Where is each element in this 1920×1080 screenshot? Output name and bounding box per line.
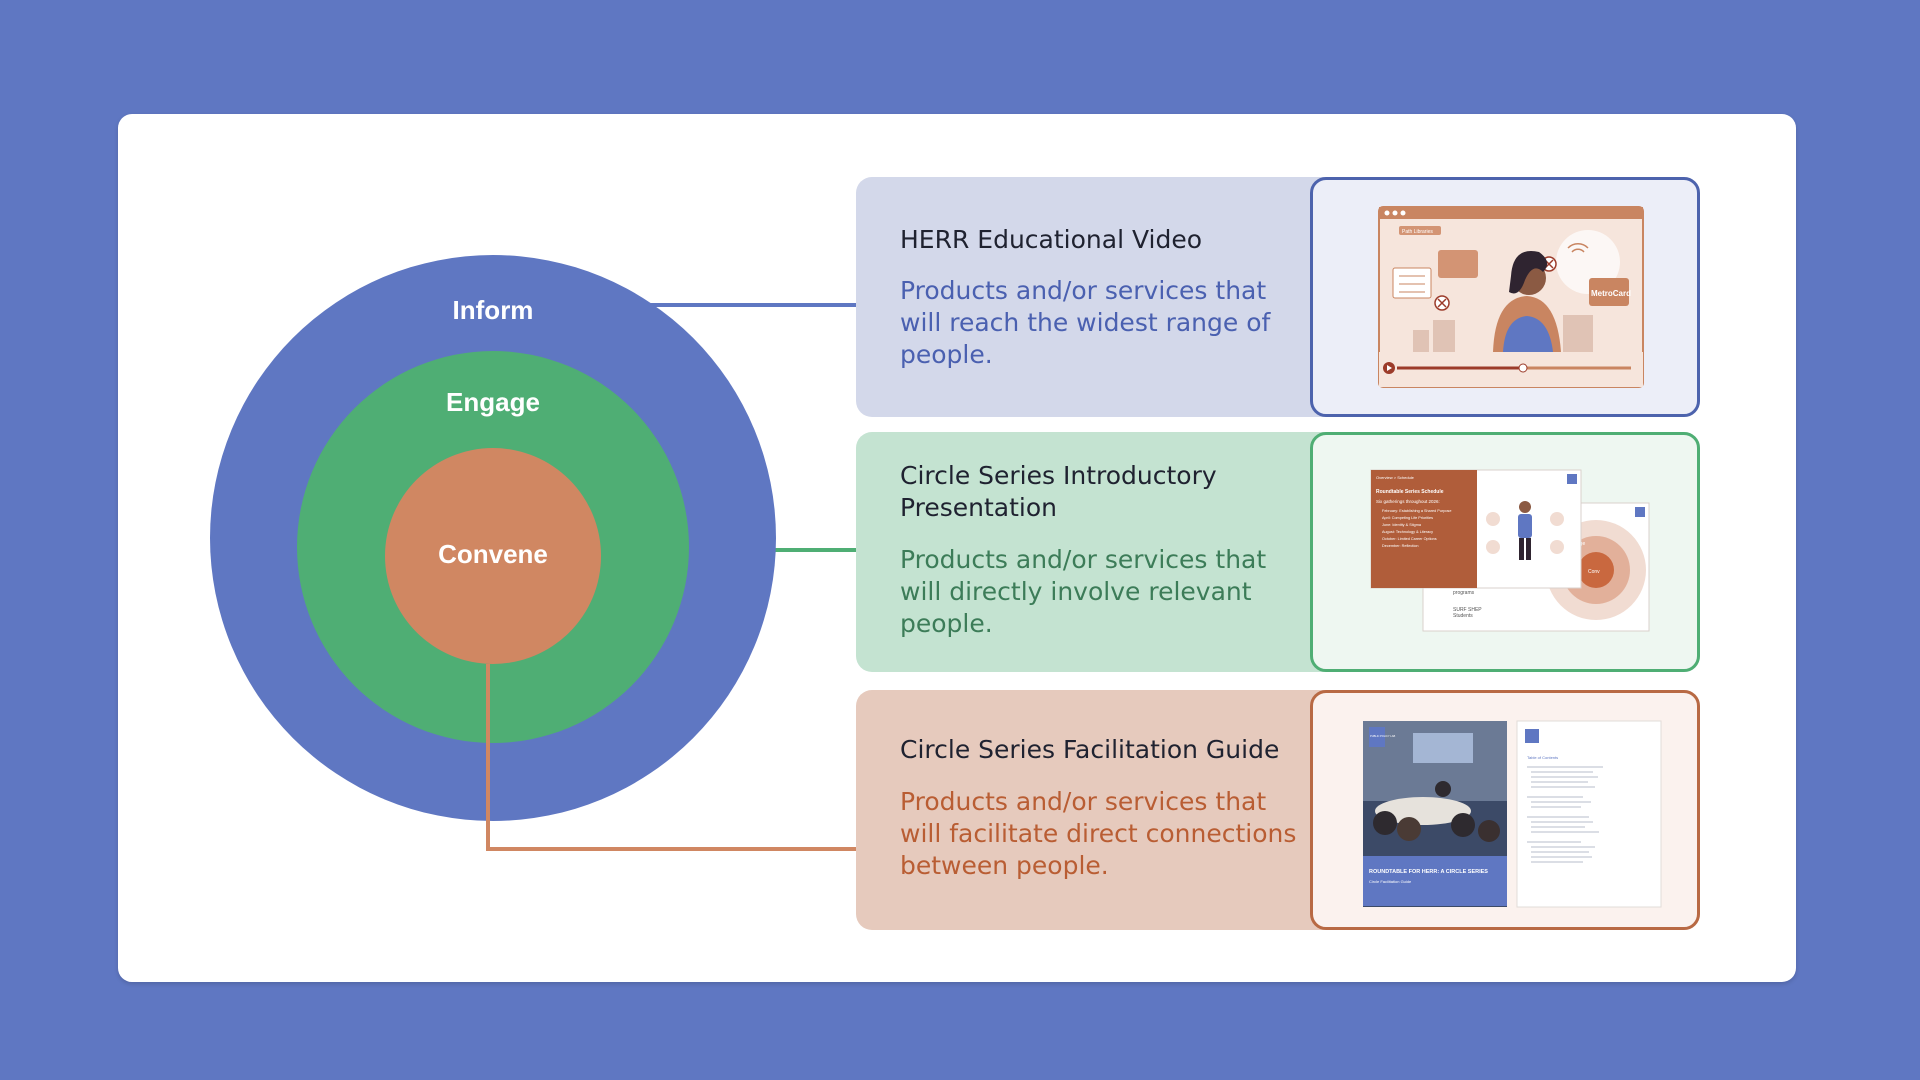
schedule-item: June: Identity & Stigma — [1382, 523, 1422, 527]
schedule-item: February: Establishing a Shared Purpose — [1382, 509, 1451, 513]
tab-label: Path Libraries — [1402, 229, 1433, 235]
panel-facilitation-guide: Circle Series Facilitation Guide Product… — [856, 690, 1700, 930]
window-dot-icon — [1392, 210, 1398, 216]
back-slide-item: Students — [1453, 613, 1473, 619]
slide-heading: Roundtable Series Schedule — [1376, 489, 1444, 495]
panel-educational-video: HERR Educational Video Products and/or s… — [856, 177, 1700, 417]
presentation-illustration: Engage Conv programs SURF SHEP Students … — [1370, 469, 1650, 632]
slide-breadcrumb: Overview > Schedule — [1376, 475, 1415, 480]
convene-label: Convene — [438, 539, 548, 569]
convene-circle — [385, 448, 601, 664]
video-illustration: Path Libraries MetroCard — [1378, 206, 1644, 388]
metrocard-sign: MetroCard — [1591, 289, 1631, 298]
back-slide-item: programs — [1453, 590, 1475, 596]
convene-connector — [486, 664, 856, 851]
guide-illustration: PUBLIC POLICY LAB ROUNDTABLE FOR HERR: A… — [1363, 720, 1662, 908]
schedule-item: December: Reflection — [1382, 544, 1419, 548]
panel-description: Products and/or services that will facil… — [900, 787, 1297, 880]
panel-title: Circle Series Introductory Presentation — [900, 461, 1217, 522]
logo-icon — [1525, 729, 1539, 743]
cover-subtitle: Circle Facilitation Guide — [1369, 879, 1412, 884]
window-dot-icon — [1384, 210, 1390, 216]
inform-label: Inform — [453, 295, 534, 325]
guide-thumbnail: PUBLIC POLICY LAB ROUNDTABLE FOR HERR: A… — [1310, 690, 1700, 930]
panel-description: Products and/or services that will reach… — [900, 276, 1271, 369]
video-thumbnail: Path Libraries MetroCard — [1310, 177, 1700, 417]
schedule-item: October: Limited Career Options — [1382, 537, 1437, 541]
panel-title: HERR Educational Video — [900, 225, 1203, 254]
schedule-item: August: Technology & Literacy — [1382, 530, 1433, 534]
slide-subheading: Six gatherings throughout 2026: — [1376, 499, 1440, 504]
panel-title: Circle Series Facilitation Guide — [900, 735, 1280, 764]
publisher-logo: PUBLIC POLICY LAB — [1370, 734, 1395, 738]
schedule-item: April: Competing Life Priorities — [1382, 516, 1433, 520]
window-dot-icon — [1400, 210, 1406, 216]
presentation-thumbnail: Engage Conv programs SURF SHEP Students … — [1310, 432, 1700, 672]
logo-icon — [1567, 474, 1577, 484]
engage-label: Engage — [446, 387, 540, 417]
panel-introductory-presentation: Circle Series Introductory Presentation … — [856, 432, 1700, 672]
back-slide-item: SURF SHEP — [1453, 607, 1482, 613]
cover-title: ROUNDTABLE FOR HERR: A CIRCLE SERIES — [1369, 869, 1488, 875]
toc-title: Table of Contents — [1527, 755, 1558, 760]
logo-icon — [1635, 507, 1645, 517]
panel-description: Products and/or services that will direc… — [900, 545, 1267, 638]
ring-label: Conv — [1588, 569, 1600, 575]
